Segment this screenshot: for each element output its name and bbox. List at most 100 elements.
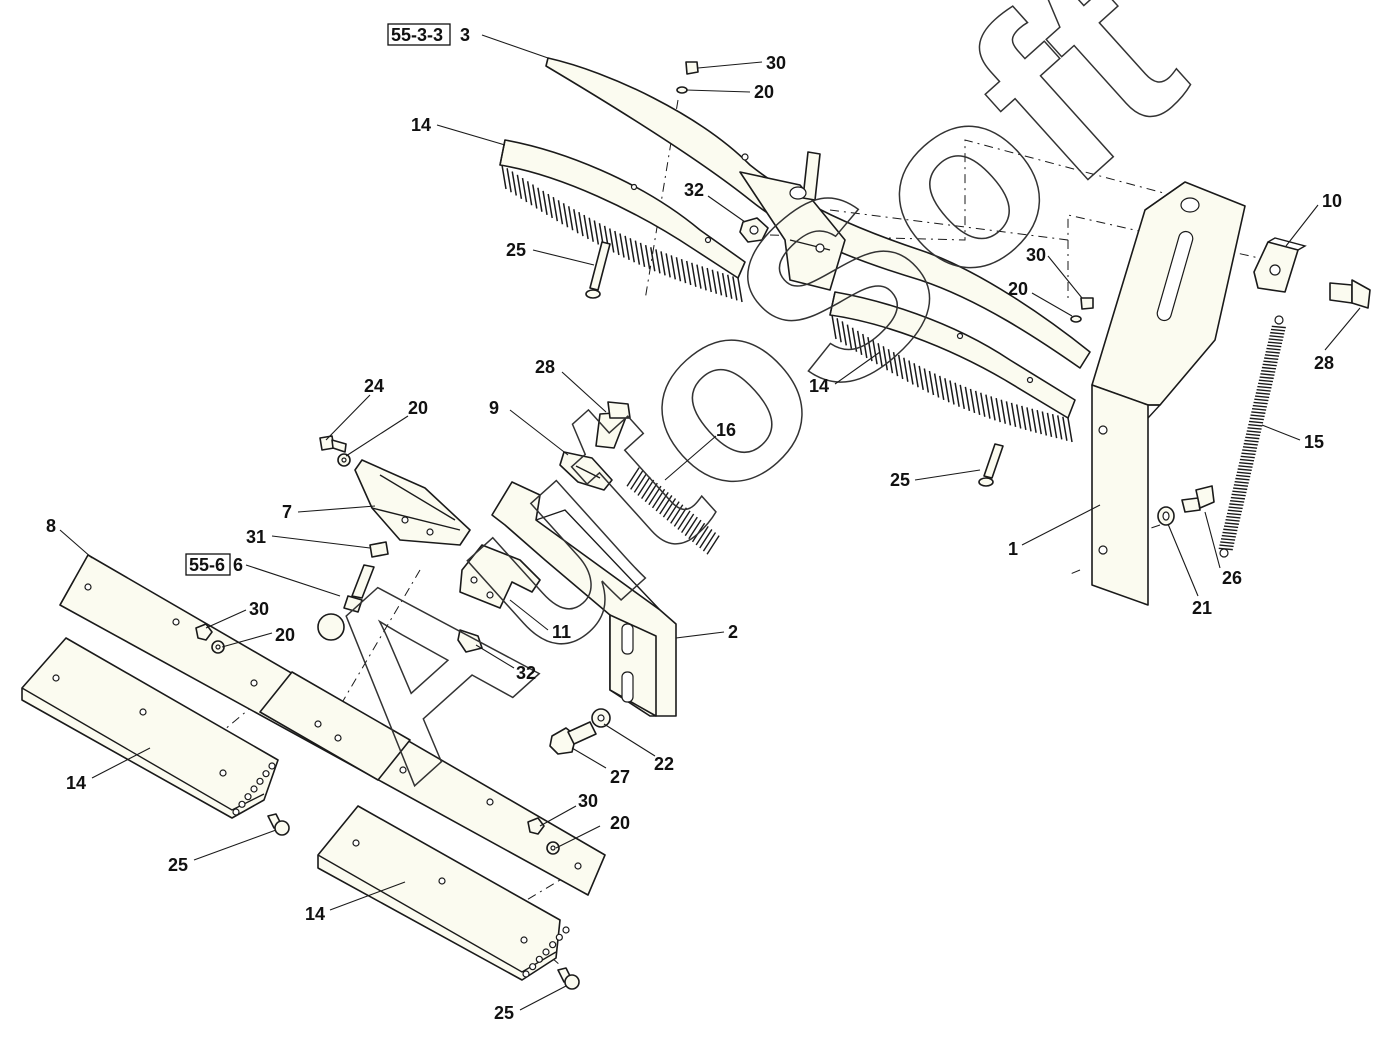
reference-label: 55-6 [189,555,225,575]
spring-coil [1220,541,1235,544]
bristle-stroke [639,242,646,268]
bristle-stroke [923,368,930,393]
spring-coil [1256,389,1271,392]
spring-coil [1230,500,1245,503]
bristle-tuft [244,793,252,801]
bristle-stroke [501,164,507,190]
bristle-stroke [1021,405,1027,431]
spring-coil [1247,427,1262,430]
spring-coil [1246,430,1261,433]
washer-20-mid [1070,315,1082,323]
spring-coil [1241,452,1256,456]
spring-coil [1221,534,1236,538]
spring-coil [1261,366,1277,370]
bristle-stroke [1056,415,1063,440]
spring-coil [1240,455,1255,459]
curved-brush-upper-left [499,139,746,303]
spring-coil [655,491,669,512]
lever-arm-2 [491,481,677,717]
spring-coil [637,476,651,496]
callout-11: 11 [552,622,571,642]
spring-coil [1239,458,1255,462]
bristle-stroke [532,184,538,209]
spring-coil [1236,471,1252,475]
washer-20-left [337,453,351,467]
bristle-stroke [655,249,661,274]
spring-coil [1266,347,1281,351]
spring-coil [1269,335,1284,338]
spring-coil [688,519,702,540]
bristle-stroke [506,168,512,193]
bristle-stroke [836,318,842,343]
bracket-11 [459,544,541,609]
spring-coil [706,535,720,555]
spring-coil [670,504,684,524]
bristle-tuft [232,808,240,816]
spring-coil [1257,385,1272,389]
bolt-24 [319,435,347,453]
bristle-stroke [995,397,1001,423]
callout-30: 30 [578,791,598,811]
spring-coil [691,522,706,543]
callout-25: 25 [494,1003,514,1023]
bristle-stroke [959,384,966,409]
spring-coil [1242,449,1257,453]
bristle-tuft [522,970,530,978]
spring-coil [659,495,673,515]
spring-coil [702,532,717,552]
spring-coil [1252,404,1267,408]
bristle-stroke [614,230,620,256]
spring-coil [644,482,658,503]
spring-coil [1268,338,1283,342]
bristle-stroke [711,269,718,294]
bristle-stroke [928,370,935,396]
bristle-stroke [547,193,553,219]
bristle-stroke [1026,407,1032,432]
bristle-tuft [555,933,563,941]
spring-coil [1224,522,1239,525]
bristle-tuft [542,948,550,956]
callout-15: 15 [1304,432,1324,452]
callout-14: 14 [66,773,86,793]
callout-6: 6 [233,555,243,575]
spring-coil [1264,357,1279,361]
spring-coil [1239,461,1254,465]
bristle-stroke [726,274,733,299]
bristle-stroke [1067,417,1073,443]
carriage-bolt-25-mid [978,443,1004,487]
bristle-stroke [918,365,924,391]
spring-coil [1250,414,1265,418]
spring-coil [1223,525,1239,529]
spring-coil [1233,484,1249,487]
bolt-26 [1181,485,1215,513]
callout-30: 30 [1026,245,1046,265]
bolt-25-lower-a [267,813,290,836]
bristle-tuft [262,770,270,778]
nut-32-left [457,629,483,653]
spring-coil [626,467,640,487]
spring-coil [1234,480,1249,484]
callout-31: 31 [246,527,266,547]
bristle-tuft [238,800,246,808]
spring-coil [1254,398,1269,402]
bristle-tuft [562,926,570,934]
spring-coil [677,510,691,530]
bristle-stroke [660,251,666,276]
bristle-tuft [535,955,543,963]
bristle-stroke [1000,399,1007,424]
spring-coil [1237,468,1252,472]
bristle-stroke [949,380,955,405]
bristle-tuft [549,941,557,949]
bristle-stroke [721,272,728,298]
bristle-stroke [938,375,945,401]
spring-coil [1244,439,1259,443]
bristle-stroke [964,386,971,412]
flat-brush-lower-right [317,805,570,981]
bristle-stroke [593,220,600,245]
bristle-stroke [892,351,899,377]
reference-box-55-3-3: 55-3-3 [387,23,451,46]
bristle-stroke [903,357,909,382]
spring-coil [633,473,647,493]
callout-20: 20 [610,813,630,833]
bristle-stroke [974,390,981,416]
